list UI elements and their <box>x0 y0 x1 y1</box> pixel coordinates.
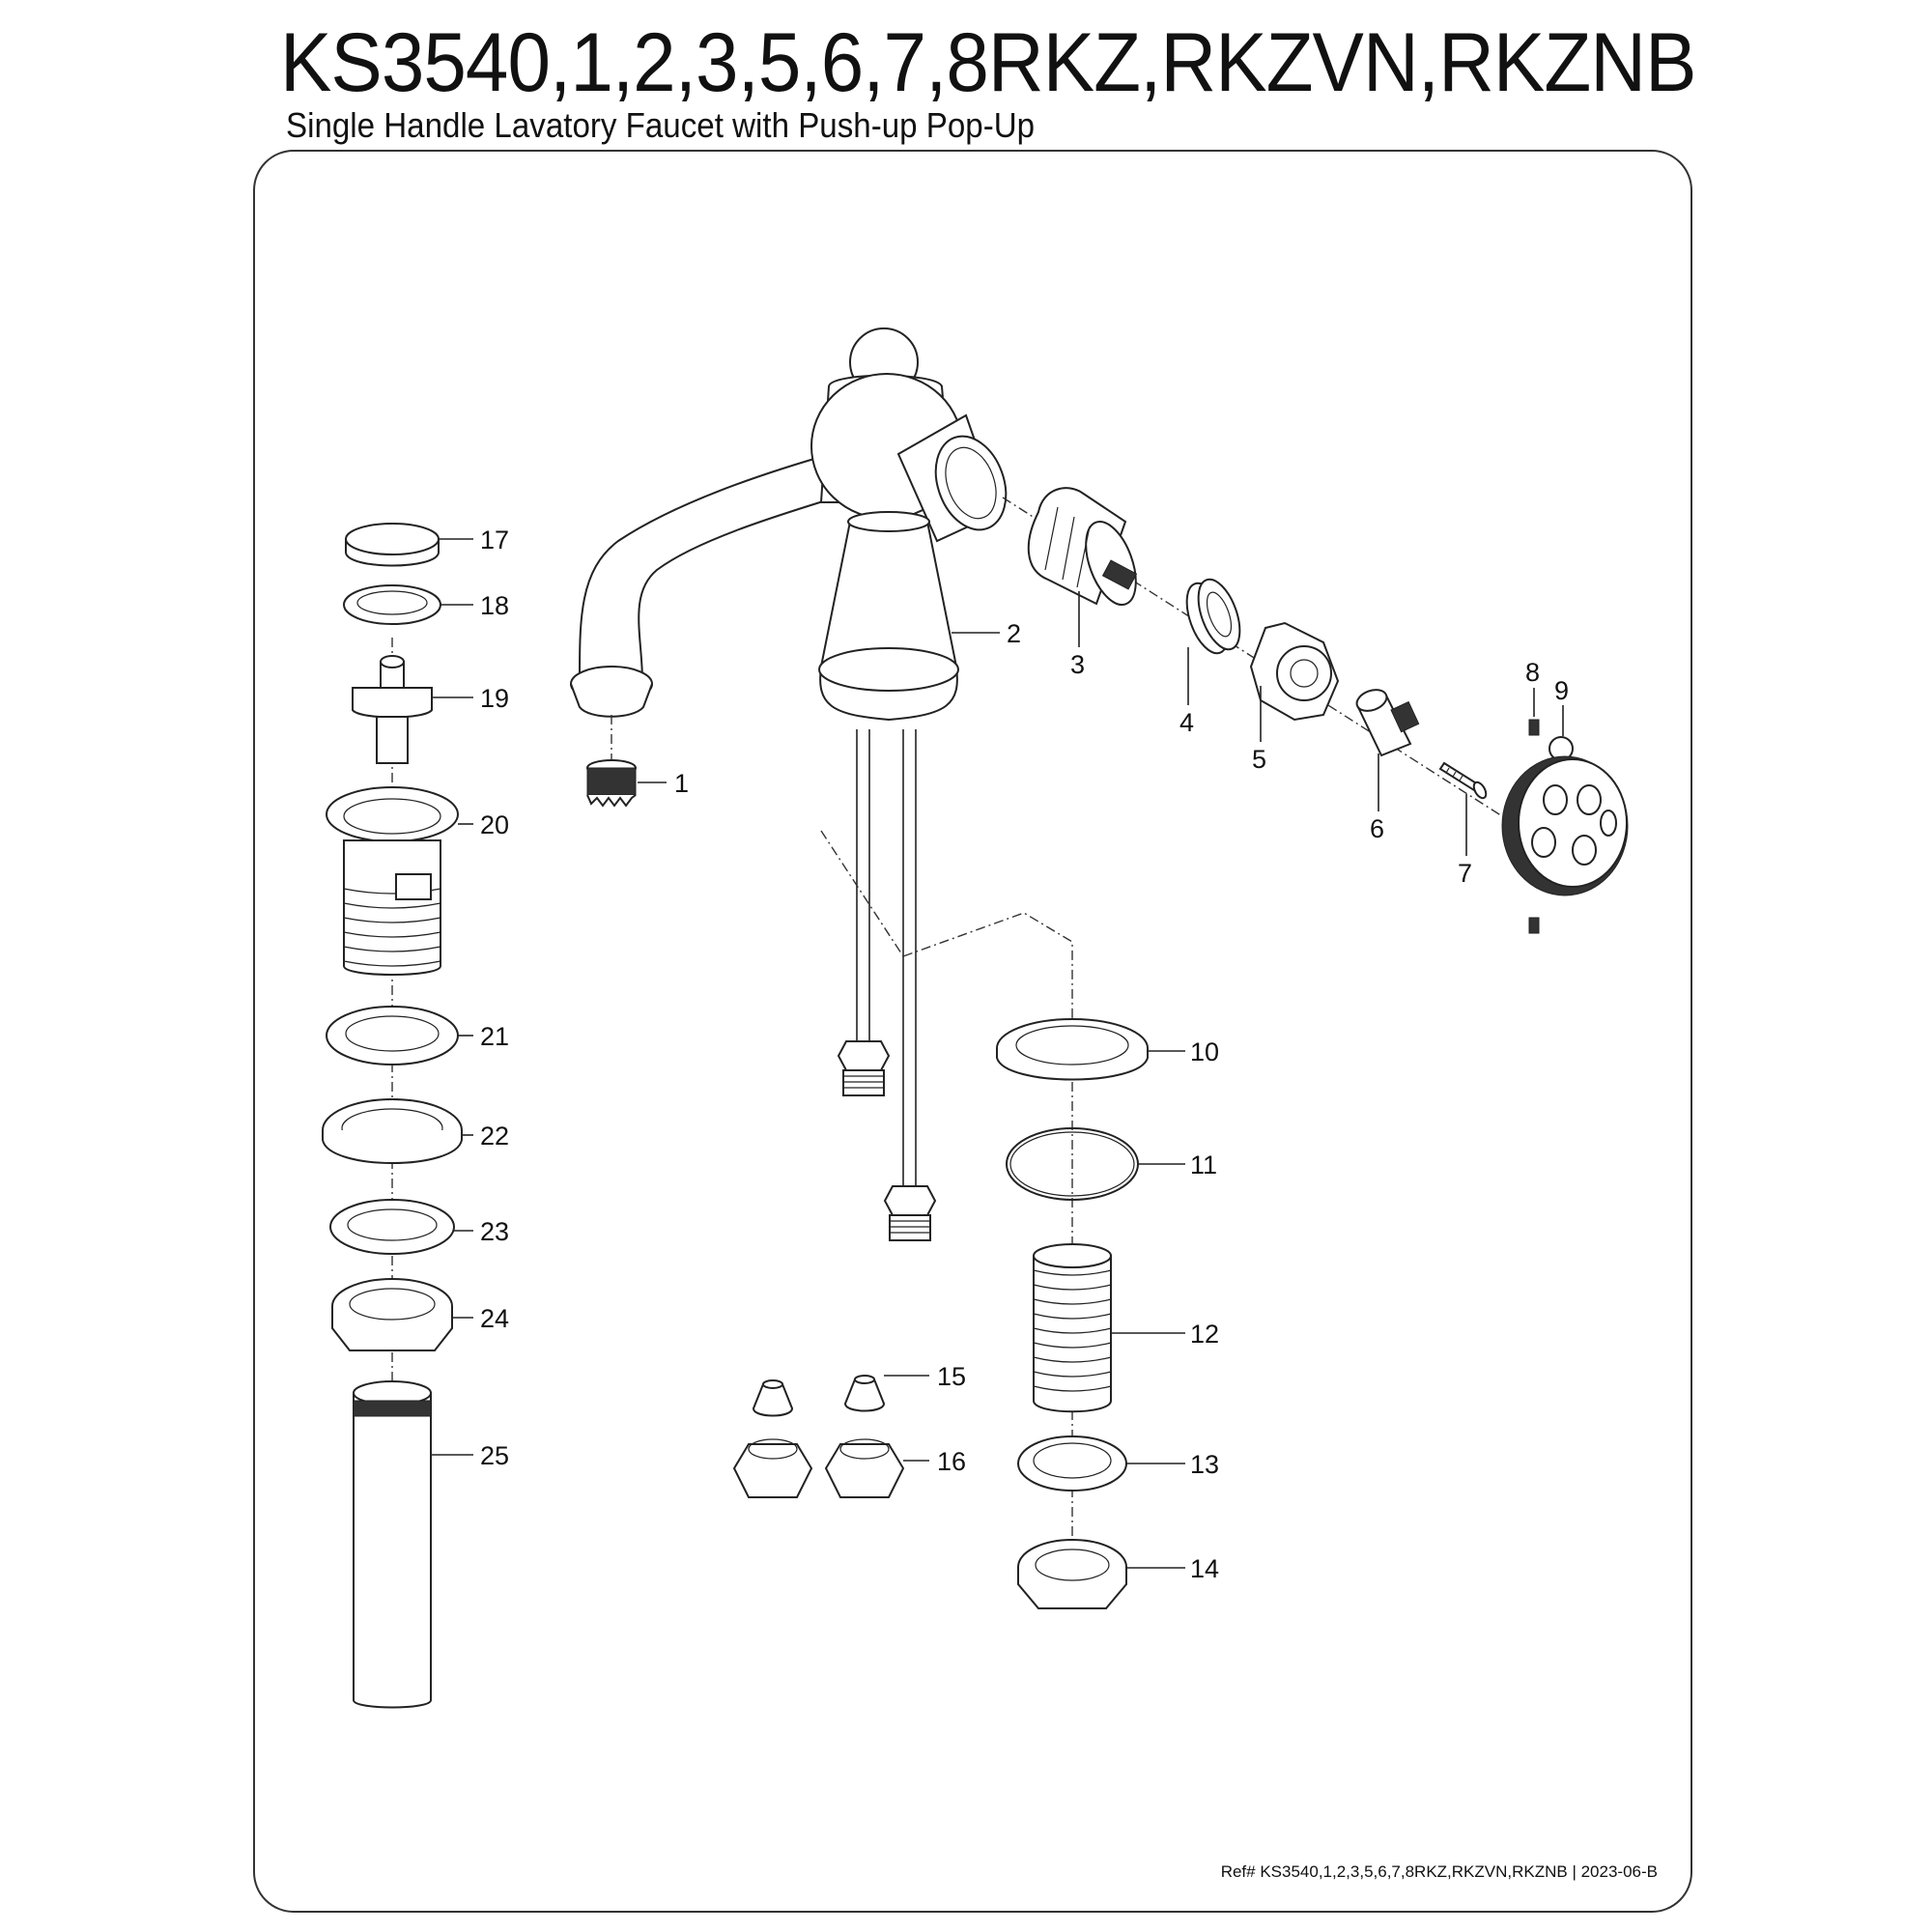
label-part-23: 23 <box>480 1217 509 1246</box>
centerline-mount <box>902 912 1073 1024</box>
label-part-1: 1 <box>674 769 689 798</box>
handle-part <box>1501 736 1629 896</box>
drain-gasket-part <box>326 1006 459 1065</box>
label-part-5: 5 <box>1252 745 1266 774</box>
label-part-9: 9 <box>1554 676 1569 705</box>
label-part-10: 10 <box>1190 1037 1219 1066</box>
mounting-gasket-part <box>996 1018 1149 1081</box>
diagram-subtitle: Single Handle Lavatory Faucet with Push-… <box>286 105 1036 145</box>
faucet-body-part <box>570 327 1008 722</box>
label-part-11: 11 <box>1190 1151 1217 1179</box>
centerline-body <box>820 830 904 957</box>
label-part-2: 2 <box>1007 619 1021 648</box>
drain-stopper-cap-part <box>345 523 440 567</box>
label-part-13: 13 <box>1190 1450 1219 1479</box>
washer-part <box>1017 1435 1127 1492</box>
label-part-4: 4 <box>1179 708 1194 737</box>
stopper-gasket-part <box>343 584 441 625</box>
label-part-22: 22 <box>480 1122 509 1151</box>
flange-washer-part <box>322 1098 463 1164</box>
part-labels: 1 2 3 4 5 6 7 8 9 10 11 12 13 14 15 16 1 <box>431 526 1569 1583</box>
tailpiece-part <box>353 1380 432 1709</box>
label-part-16: 16 <box>937 1447 966 1476</box>
label-part-21: 21 <box>480 1022 509 1051</box>
centerline-handle <box>1002 497 1556 851</box>
aerator-part <box>586 759 637 808</box>
stopper-mechanism-part <box>352 655 433 764</box>
label-part-7: 7 <box>1458 859 1472 888</box>
label-part-12: 12 <box>1190 1320 1219 1349</box>
threaded-shank-part <box>1033 1243 1112 1413</box>
lock-nut-part <box>1017 1539 1127 1609</box>
label-part-18: 18 <box>480 591 509 620</box>
label-part-24: 24 <box>480 1304 509 1333</box>
ferrule-part <box>752 1375 886 1417</box>
drain-body-part <box>326 786 459 976</box>
diagram-frame <box>253 150 1692 1913</box>
compression-nut-part <box>732 1438 905 1498</box>
friction-washer-part <box>329 1199 455 1255</box>
reference-footer: Ref# KS3540,1,2,3,5,6,7,8RKZ,RKZVN,RKZNB… <box>1220 1862 1658 1881</box>
label-part-17: 17 <box>480 526 509 554</box>
label-part-6: 6 <box>1370 814 1384 843</box>
label-part-8: 8 <box>1525 658 1540 687</box>
label-part-19: 19 <box>480 684 509 713</box>
label-part-25: 25 <box>480 1441 509 1470</box>
handle-adapter-part <box>1355 689 1420 757</box>
handle-screw-part <box>1438 761 1488 800</box>
cartridge-part <box>1027 487 1138 606</box>
label-part-14: 14 <box>1190 1554 1219 1583</box>
label-part-20: 20 <box>480 810 509 839</box>
diagram-title: KS3540,1,2,3,5,6,7,8RKZ,RKZVN,RKZNB <box>280 16 1696 109</box>
label-part-15: 15 <box>937 1362 966 1391</box>
supply-hoses-part <box>837 729 937 1241</box>
bonnet-nut-part <box>1185 578 1241 655</box>
set-screw-part <box>1528 719 1540 934</box>
label-part-3: 3 <box>1070 650 1085 679</box>
escutcheon-part <box>1249 621 1340 722</box>
drain-nut-part <box>331 1278 453 1351</box>
